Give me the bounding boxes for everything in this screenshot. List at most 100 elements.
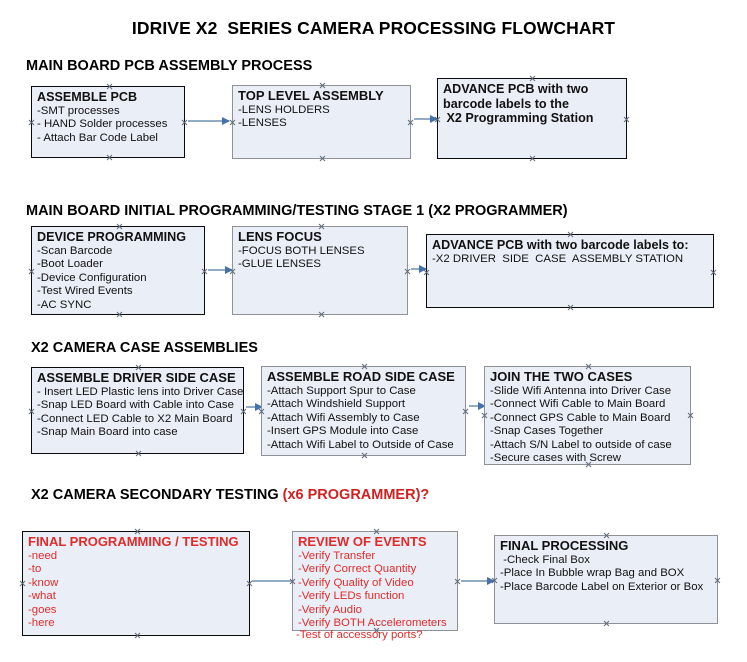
connector-handle-bottom[interactable] — [106, 154, 113, 161]
node-title: FINAL PROGRAMMING / TESTING — [28, 534, 239, 549]
arrow-top-level-assembly-to-advance-pcb — [414, 114, 438, 123]
section-heading-main-board-pcb-assembly: MAIN BOARD PCB ASSEMBLY PROCESS — [26, 58, 313, 74]
connector-handle-bottom[interactable] — [319, 155, 326, 162]
node-assemble-pcb[interactable]: ASSEMBLE PCB -SMT processes - HAND Solde… — [31, 86, 185, 158]
node-line: -Connect LED Cable to X2 Main Board — [37, 412, 233, 425]
node-line: -LENSES — [238, 117, 287, 130]
node-line: -Snap LED Board with Cable into Case — [37, 399, 234, 412]
connector-handle-right[interactable] — [714, 577, 721, 584]
node-line: -Attach Windshield Support — [267, 398, 406, 411]
node-line: - Insert LED Plastic lens into Driver Ca… — [37, 385, 244, 398]
node-title: ADVANCE PCB with two — [443, 82, 589, 96]
node-line: -Attach Wifi Label to Outside of Case — [267, 438, 454, 451]
node-line: -to — [28, 563, 42, 576]
arrow-driver-side-to-road-side — [246, 402, 263, 411]
node-line: -Attach Support Spur to Case — [267, 384, 416, 397]
node-title: FINAL PROCESSING — [500, 538, 629, 553]
node-line: -Verify Correct Quantity — [298, 563, 417, 576]
node-line: -Verify LEDs function — [298, 590, 405, 603]
connector-handle-right[interactable] — [462, 408, 469, 415]
node-review-of-events[interactable]: REVIEW OF EVENTS -Verify Transfer -Verif… — [292, 531, 458, 631]
node-title: LENS FOCUS — [238, 229, 322, 244]
node-line: -Check Final Box — [500, 553, 590, 566]
connector-handle-right[interactable] — [454, 578, 461, 585]
node-line: -Verify BOTH Accelerometers — [298, 617, 447, 630]
page-title: IDRIVE X2 SERIES CAMERA PROCESSING FLOWC… — [131, 18, 616, 38]
section-heading-accent: (x6 PROGRAMMER)? — [282, 487, 430, 503]
node-top-level-assembly[interactable]: TOP LEVEL ASSEMBLY -LENS HOLDERS -LENSES — [232, 85, 411, 159]
connector-handle-top[interactable] — [529, 75, 536, 82]
arrow-road-side-to-join-cases — [469, 401, 486, 410]
node-line: -Attach S/N Label to outside of case — [490, 438, 672, 451]
connector-handle-right[interactable] — [710, 269, 717, 276]
connector-handle-left[interactable] — [229, 119, 236, 126]
connector-handle-right[interactable] — [240, 408, 247, 415]
connector-handle-right[interactable] — [623, 116, 630, 123]
node-line: -Scan Barcode — [37, 244, 113, 257]
connector-handle-bottom[interactable] — [134, 632, 141, 639]
connector-handle-bottom[interactable] — [603, 620, 610, 627]
connector-handle-right[interactable] — [407, 119, 414, 126]
connector-handle-bottom[interactable] — [529, 155, 536, 162]
node-subtitle-line: barcode labels to the — [443, 96, 569, 111]
node-line: -AC SYNC — [37, 298, 92, 311]
node-title: ADVANCE PCB with two barcode labels to: — [432, 238, 689, 252]
connector-handle-left[interactable] — [481, 412, 488, 419]
node-line: -Snap Cases Together — [490, 425, 604, 438]
arrow-assemble-pcb-to-top-level-assembly — [188, 116, 230, 125]
arrow-device-programming-to-lens-focus — [208, 265, 233, 274]
connector-handle-bottom[interactable] — [135, 450, 142, 457]
node-line: -Verify Transfer — [298, 549, 376, 562]
connector-handle-right[interactable] — [687, 412, 694, 419]
node-line: -SMT processes — [37, 104, 120, 117]
node-line: -Connect Wifi Cable to Main Board — [490, 398, 666, 411]
node-title: TOP LEVEL ASSEMBLY — [238, 88, 384, 103]
node-title: JOIN THE TWO CASES — [490, 369, 633, 384]
connector-handle-bottom[interactable] — [567, 304, 574, 311]
node-device-programming[interactable]: DEVICE PROGRAMMING -Scan Barcode -Boot L… — [31, 226, 205, 315]
arrow-lens-focus-to-advance-pcb — [411, 264, 427, 273]
node-line: -FOCUS BOTH LENSES — [238, 244, 365, 257]
section-heading-main-board-initial-programming: MAIN BOARD INITIAL PROGRAMMING/TESTING S… — [26, 203, 568, 219]
node-subtitle-line: X2 Programming Station — [443, 111, 594, 125]
node-advance-pcb-to-x2-programming-station[interactable]: ADVANCE PCB with two barcode labels to t… — [437, 78, 627, 159]
connector-handle-right[interactable] — [404, 268, 411, 275]
node-line: -Verify Audio — [298, 603, 362, 616]
connector-handle-top[interactable] — [567, 231, 574, 238]
node-line: -Test Wired Events — [37, 285, 133, 298]
connector-handle-left[interactable] — [28, 119, 35, 126]
connector-handle-top[interactable] — [106, 83, 113, 90]
connector-handle-top[interactable] — [116, 223, 123, 230]
node-assemble-driver-side-case[interactable]: ASSEMBLE DRIVER SIDE CASE - Insert LED P… — [31, 367, 244, 454]
node-line: -Snap Main Board into case — [37, 426, 178, 439]
node-join-the-two-cases[interactable]: JOIN THE TWO CASES -Slide Wifi Antenna i… — [484, 366, 691, 465]
node-line: -Verify Quality of Video — [298, 576, 414, 589]
node-title: DEVICE PROGRAMMING — [37, 230, 187, 244]
node-line: -Place Barcode Label on Exterior or Box — [500, 580, 704, 593]
node-line: -X2 DRIVER SIDE CASE ASSEMBLY STATION — [432, 252, 684, 265]
node-line: -need — [28, 549, 58, 562]
node-advance-pcb-to-driver-side-case[interactable]: ADVANCE PCB with two barcode labels to: … — [426, 234, 714, 308]
node-final-programming-testing[interactable]: FINAL PROGRAMMING / TESTING -need -to -k… — [22, 531, 250, 636]
node-line: -Insert GPS Module into Case — [267, 425, 419, 438]
connector-handle-left[interactable] — [28, 408, 35, 415]
connector-handle-bottom[interactable] — [361, 452, 368, 459]
connector-handle-bottom[interactable] — [318, 311, 325, 318]
node-line: -Device Configuration — [37, 271, 147, 284]
connector-handle-left[interactable] — [28, 268, 35, 275]
node-overflow-line: -Test of accessory ports? — [296, 629, 423, 641]
node-assemble-road-side-case[interactable]: ASSEMBLE ROAD SIDE CASE -Attach Support … — [261, 366, 466, 456]
node-line: -what — [28, 590, 56, 603]
connector-handle-left[interactable] — [19, 580, 26, 587]
node-final-processing[interactable]: FINAL PROCESSING -Check Final Box -Place… — [494, 535, 718, 624]
node-line: - HAND Solder processes — [37, 118, 168, 131]
node-line: -Connect GPS Cable to Main Board — [490, 411, 671, 424]
node-line: -Place In Bubble wrap Bag and BOX — [500, 567, 685, 580]
arrow-final-programming-to-review-of-events — [252, 580, 292, 582]
connector-handle-right[interactable] — [181, 119, 188, 126]
node-line: -GLUE LENSES — [238, 258, 321, 271]
connector-handle-right[interactable] — [201, 268, 208, 275]
node-line: -Boot Loader — [37, 258, 103, 271]
node-lens-focus[interactable]: LENS FOCUS -FOCUS BOTH LENSES -GLUE LENS… — [232, 226, 408, 315]
